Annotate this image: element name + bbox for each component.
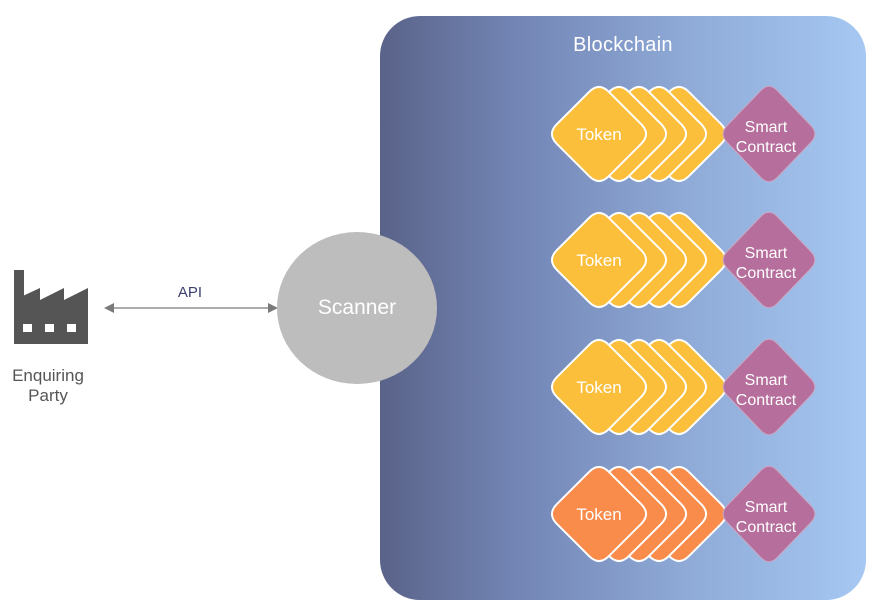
token-diamond — [550, 85, 648, 183]
smart-contract-diamond — [722, 211, 816, 309]
api-connector — [104, 303, 278, 313]
blockchain-title: Blockchain — [573, 34, 673, 56]
scanner-label: Scanner — [317, 296, 397, 319]
smart-contract-label-line2: Contract — [736, 265, 797, 282]
smart-contract-label-line1: Smart — [745, 119, 788, 136]
smart-contract-label-line1: Smart — [745, 499, 788, 516]
token-label: Token — [576, 125, 621, 144]
token-label: Token — [576, 505, 621, 524]
smart-contract-diamond — [722, 338, 816, 436]
smart-contract-label-line2: Contract — [736, 139, 797, 156]
smart-contract-label-line2: Contract — [736, 392, 797, 409]
token-diamond — [550, 211, 648, 309]
smart-contract-diamond — [722, 85, 816, 183]
enquiring-party-label: Enquiring Party — [0, 366, 96, 406]
token-label: Token — [576, 251, 621, 270]
enquiring-party-label-line1: Enquiring — [12, 366, 84, 385]
factory-icon — [14, 270, 88, 344]
token-diamond — [550, 465, 648, 563]
smart-contract-label-line1: Smart — [745, 245, 788, 262]
smart-contract-label-line2: Contract — [736, 519, 797, 536]
smart-contract-label-line1: Smart — [745, 372, 788, 389]
smart-contract-diamond — [722, 465, 816, 563]
api-label: API — [177, 284, 203, 301]
token-label: Token — [576, 378, 621, 397]
token-diamond — [550, 338, 648, 436]
enquiring-party-label-line2: Party — [28, 386, 68, 405]
scanner-node: Scanner — [277, 232, 437, 384]
